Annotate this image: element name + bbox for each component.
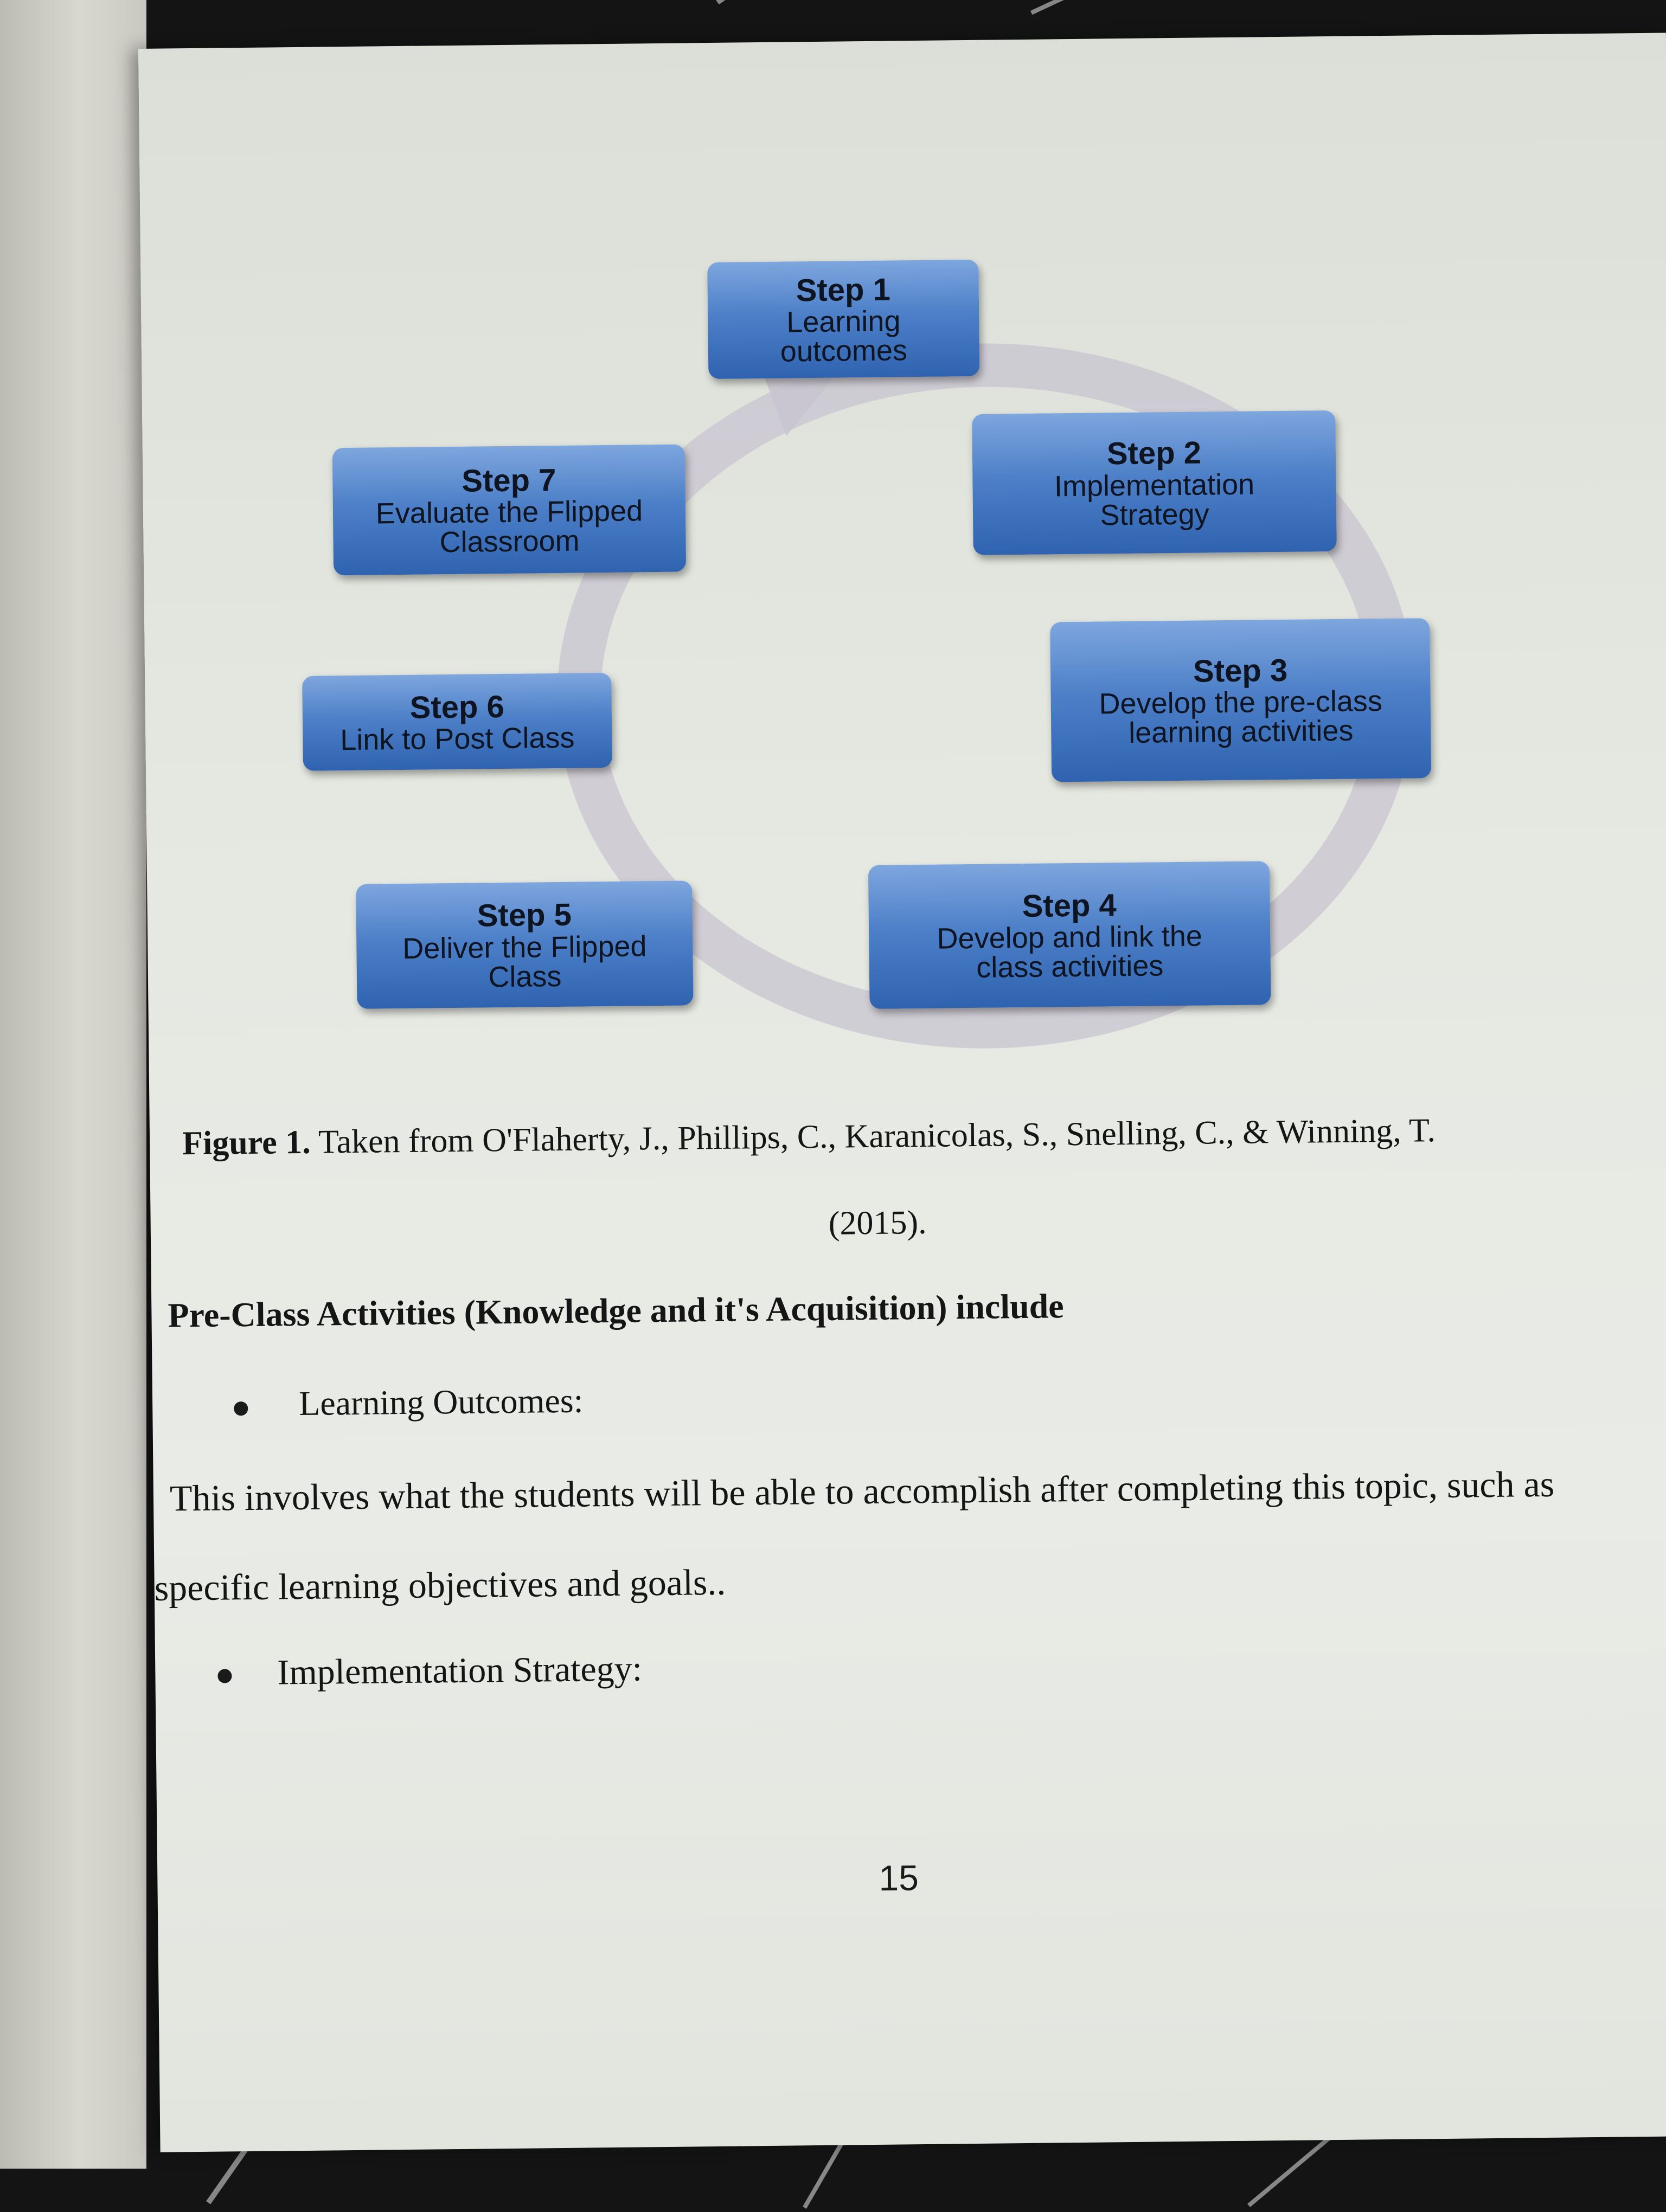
- step-title: Step 7: [462, 462, 556, 499]
- flipped-classroom-cycle-diagram: Step 1 Learning outcomes Step 2 Implemen…: [138, 31, 1666, 1133]
- step-3-box: Step 3 Develop the pre-class learning ac…: [1050, 618, 1432, 782]
- bullet-icon: [234, 1401, 248, 1416]
- page-number: 15: [879, 1857, 919, 1898]
- document-page: Step 1 Learning outcomes Step 2 Implemen…: [138, 33, 1666, 2152]
- section-heading: Pre-Class Activities (Knowledge and it's…: [168, 1287, 1064, 1335]
- step-description: Evaluate the Flipped Classroom: [375, 494, 643, 559]
- step-description: Learning outcomes: [780, 305, 908, 369]
- step-description: Develop and link the class activities: [937, 919, 1203, 985]
- step-description: Develop the pre-class learning activitie…: [1099, 685, 1383, 750]
- adjacent-page-edge: [0, 0, 146, 2169]
- step-title: Step 2: [1106, 435, 1202, 472]
- bullet-icon: [217, 1669, 232, 1683]
- step-7-box: Step 7 Evaluate the Flipped Classroom: [332, 444, 687, 576]
- step-title: Step 1: [796, 272, 891, 308]
- step-4-box: Step 4 Develop and link the class activi…: [868, 861, 1271, 1009]
- paragraph-line-2: specific learning objectives and goals..: [154, 1561, 726, 1609]
- figure-caption-year: (2015).: [828, 1204, 927, 1242]
- step-description: Deliver the Flipped Class: [402, 930, 647, 994]
- step-5-box: Step 5 Deliver the Flipped Class: [356, 880, 694, 1009]
- background-streak: [716, 0, 835, 5]
- background-streak: [1030, 0, 1131, 15]
- step-title: Step 3: [1193, 652, 1288, 689]
- figure-label: Figure 1.: [182, 1123, 311, 1162]
- step-title: Step 6: [409, 689, 505, 725]
- step-2-box: Step 2 Implementation Strategy: [972, 410, 1337, 555]
- step-description: Link to Post Class: [339, 722, 575, 757]
- step-1-box: Step 1 Learning outcomes: [707, 259, 980, 380]
- paragraph-line-1: This involves what the students will be …: [169, 1463, 1555, 1519]
- bullet-learning-outcomes: Learning Outcomes:: [298, 1381, 584, 1423]
- step-title: Step 4: [1022, 887, 1117, 924]
- bullet-implementation-strategy: Implementation Strategy:: [277, 1649, 643, 1693]
- step-title: Step 5: [477, 897, 572, 934]
- step-description: Implementation Strategy: [1054, 468, 1255, 532]
- step-6-box: Step 6 Link to Post Class: [302, 672, 612, 771]
